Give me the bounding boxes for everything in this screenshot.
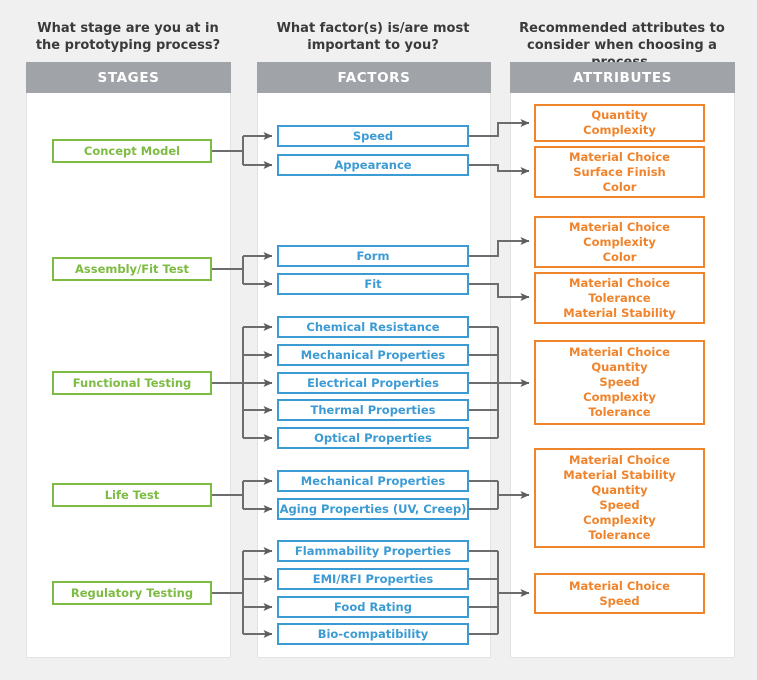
- attribute-line: Quantity: [591, 360, 648, 374]
- factor-box-aging-properties[interactable]: Aging Properties (UV, Creep): [277, 498, 469, 520]
- attribute-line: Material Stability: [563, 468, 676, 482]
- column-header-factors: FACTORS: [257, 62, 491, 93]
- attribute-line: Quantity: [591, 108, 648, 122]
- attribute-line: Complexity: [583, 513, 656, 527]
- question-stages: What stage are you at in the prototyping…: [35, 21, 221, 53]
- factor-box-mechanical-properties-life[interactable]: Mechanical Properties: [277, 470, 469, 492]
- column-header-stages: STAGES: [26, 62, 231, 93]
- attribute-line: Surface Finish: [573, 164, 666, 179]
- attribute-line: Material Choice: [569, 219, 670, 234]
- factor-box-flammability-properties[interactable]: Flammability Properties: [277, 540, 469, 562]
- factor-box-food-rating[interactable]: Food Rating: [277, 596, 469, 618]
- attribute-line: Material Stability: [563, 305, 676, 320]
- attribute-line: Tolerance: [588, 405, 651, 419]
- attribute-line: Material Choice: [569, 345, 670, 359]
- factor-box-appearance[interactable]: Appearance: [277, 154, 469, 176]
- factor-box-thermal-properties[interactable]: Thermal Properties: [277, 399, 469, 421]
- column-header-attributes: ATTRIBUTES: [510, 62, 735, 93]
- stage-box-functional-testing[interactable]: Functional Testing: [52, 371, 212, 395]
- attribute-line: Tolerance: [588, 528, 651, 542]
- attribute-line: Material Choice: [569, 453, 670, 467]
- factor-box-speed[interactable]: Speed: [277, 125, 469, 147]
- stage-box-assembly-fit-test[interactable]: Assembly/Fit Test: [52, 257, 212, 281]
- attribute-line: Color: [602, 249, 637, 264]
- factor-box-electrical-properties[interactable]: Electrical Properties: [277, 372, 469, 394]
- factor-box-mechanical-properties-functional[interactable]: Mechanical Properties: [277, 344, 469, 366]
- attribute-line: Speed: [599, 375, 640, 389]
- attribute-line: Material Choice: [569, 275, 670, 290]
- attribute-line: Complexity: [583, 234, 656, 249]
- attribute-line: Complexity: [583, 123, 656, 137]
- factor-box-fit[interactable]: Fit: [277, 273, 469, 295]
- attribute-line: Tolerance: [588, 290, 651, 305]
- factor-box-form[interactable]: Form: [277, 245, 469, 267]
- factor-box-bio-compatibility[interactable]: Bio-compatibility: [277, 623, 469, 645]
- attribute-line: Speed: [599, 498, 640, 512]
- factor-box-optical-properties[interactable]: Optical Properties: [277, 427, 469, 449]
- factor-box-chemical-resistance[interactable]: Chemical Resistance: [277, 316, 469, 338]
- attribute-line: Color: [602, 179, 637, 194]
- attribute-line: Material Choice: [569, 578, 670, 593]
- stage-box-regulatory-testing[interactable]: Regulatory Testing: [52, 581, 212, 605]
- question-factors: What factor(s) is/are most important to …: [276, 21, 470, 53]
- attribute-line: Quantity: [591, 483, 648, 497]
- attribute-line: Material Choice: [569, 149, 670, 164]
- factor-box-emi-rfi-properties[interactable]: EMI/RFI Properties: [277, 568, 469, 590]
- stage-box-concept-model[interactable]: Concept Model: [52, 139, 212, 163]
- attribute-line: Speed: [599, 593, 640, 608]
- attribute-line: Complexity: [583, 390, 656, 404]
- stage-box-life-test[interactable]: Life Test: [52, 483, 212, 507]
